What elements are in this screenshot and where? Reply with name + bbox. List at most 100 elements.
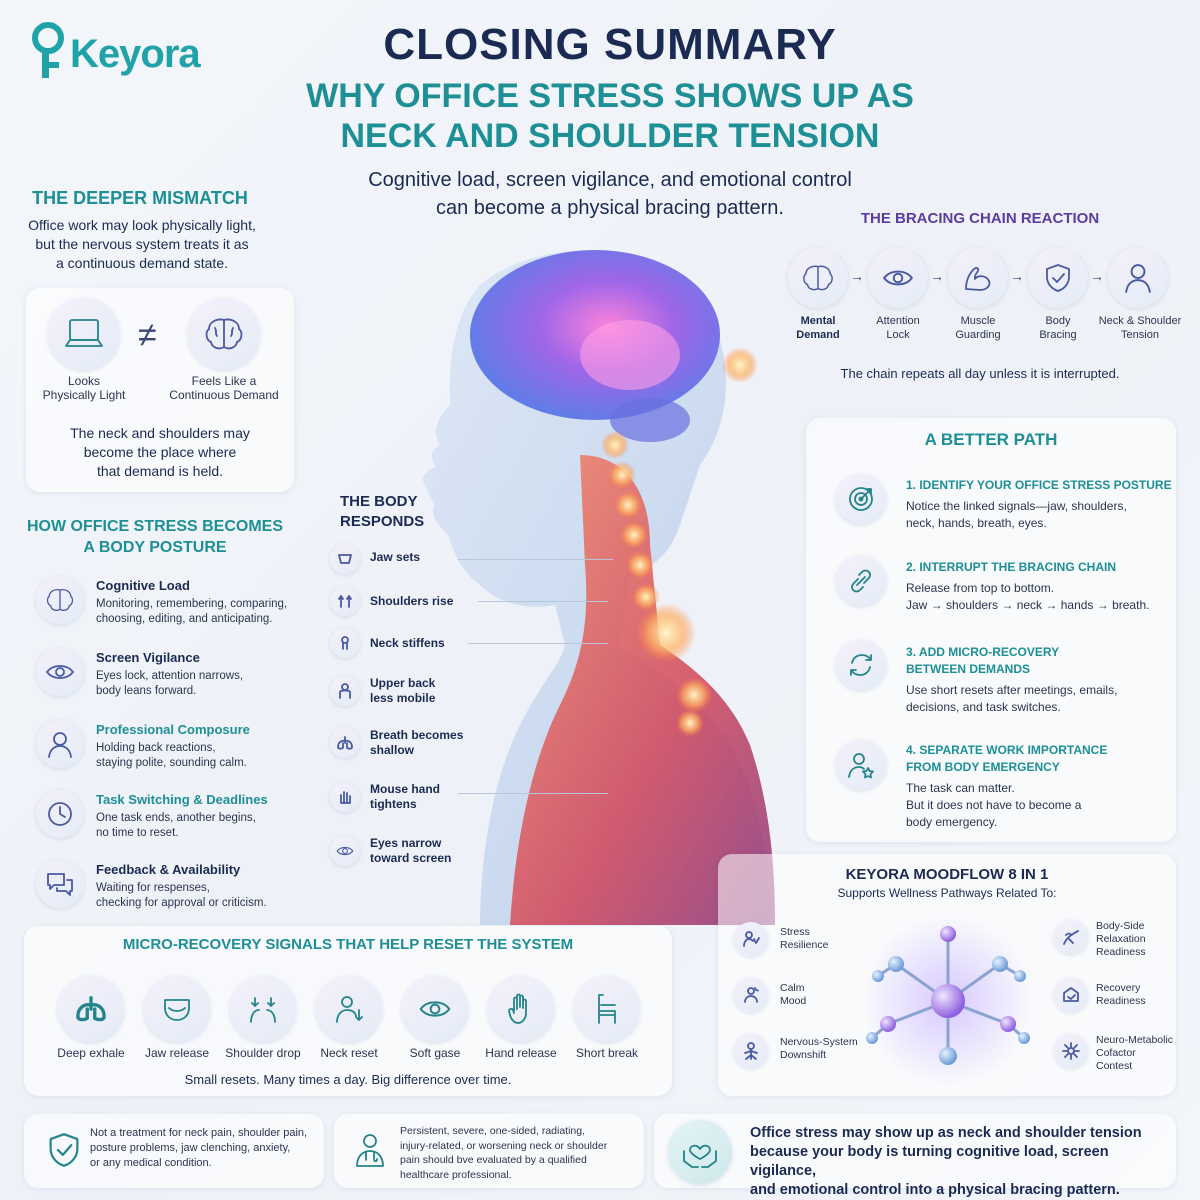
mismatch-text: Office work may look physically light, b… xyxy=(14,216,270,273)
mismatch-text-line-1: Office work may look physically light, xyxy=(28,217,256,233)
better-path-title-line-2: BETWEEN DEMANDS xyxy=(906,662,1031,676)
nervous-system-icon xyxy=(734,1034,768,1068)
micro-recovery-label: Jaw release xyxy=(144,1046,210,1060)
better-path-title-line-1: 3. ADD MICRO-RECOVERY xyxy=(906,645,1060,659)
posture-item-desc-line-1: One task ends, another begins, xyxy=(96,812,256,824)
posture-item-screen-vigilance: Screen Vigilance Eyes lock, attention na… xyxy=(30,644,310,706)
body-responds-label-line-1: Mouse hand xyxy=(370,782,441,796)
body-responds-label: Upper back less mobile xyxy=(370,676,435,706)
posture-title: HOW OFFICE STRESS BECOMES A BODY POSTURE xyxy=(20,516,290,558)
micro-recovery-title: MICRO-RECOVERY SIGNALS THAT HELP RESET T… xyxy=(122,936,574,953)
posture-item-desc: Waiting for respenses, checking for appr… xyxy=(96,881,267,911)
eye-icon xyxy=(330,836,360,866)
micro-recovery-label: Hand release xyxy=(485,1046,557,1060)
shield-icon xyxy=(1028,248,1088,308)
better-path-desc-line-3: body emergency. xyxy=(906,815,998,829)
tagline-line-2: can become a physical bracing pattern. xyxy=(436,197,784,219)
brain-icon xyxy=(788,248,848,308)
laptop-icon xyxy=(48,298,120,370)
chair-icon xyxy=(574,976,640,1042)
target-icon xyxy=(836,474,886,524)
posture-item-desc-line-1: Eyes lock, attention narrows, xyxy=(96,670,244,682)
better-path-item-title: 3. ADD MICRO-RECOVERY BETWEEN DEMANDS xyxy=(906,644,1059,678)
posture-title-line-1: HOW OFFICE STRESS BECOMES xyxy=(26,518,283,535)
better-path-desc-line-1: Release from top to bottom. xyxy=(906,581,1055,595)
heart-hands-icon xyxy=(668,1120,732,1184)
neuro-metabolic-icon xyxy=(1054,1034,1088,1068)
posture-item-cognitive-load: Cognitive Load Monitoring, remembering, … xyxy=(30,572,310,634)
mismatch-card: Looks Physically Light ≠ Feels Like a Co… xyxy=(26,288,294,492)
body-responds-item: Jaw sets xyxy=(328,542,628,578)
posture-item-desc: Holding back reactions, staying polite, … xyxy=(96,741,247,771)
body-responds-label-line-2: shallow xyxy=(370,743,415,757)
closing-message: Office stress may show up as neck and sh… xyxy=(750,1124,1176,1200)
posture-title-line-2: A BODY POSTURE xyxy=(83,539,227,556)
brain-icon xyxy=(188,298,260,370)
muscle-icon xyxy=(948,248,1008,308)
moodflow-label-line-1: Nervous-System xyxy=(780,1036,858,1048)
better-path-item-desc: The task can matter. But it does not hav… xyxy=(906,780,1081,831)
pointer-line xyxy=(458,559,613,560)
disclaimer-text: Persistent, severe, one-sided, radiating… xyxy=(400,1124,607,1182)
tagline-line-1: Cognitive load, screen vigilance, and em… xyxy=(368,169,852,191)
soft-gaze-icon xyxy=(402,976,468,1042)
posture-item-desc-line-1: Waiting for respenses, xyxy=(96,882,210,894)
posture-item-task-switching: Task Switching & Deadlines One task ends… xyxy=(30,786,310,848)
moodflow-label-line-2: Relaxation xyxy=(1096,933,1146,945)
looks-label: Looks Physically Light xyxy=(34,374,134,402)
shield-check-icon xyxy=(38,1124,90,1176)
posture-item-desc: Monitoring, remembering, comparing, choo… xyxy=(96,597,287,627)
posture-list: Cognitive Load Monitoring, remembering, … xyxy=(30,572,310,912)
mismatch-text-line-2: but the nervous system treats it as xyxy=(35,236,249,252)
micro-recovery-footer: Small resets. Many times a day. Big diff… xyxy=(184,1072,512,1087)
moodflow-label-line-2: Resilience xyxy=(780,939,829,951)
disclaimer-line-3: or any medical condition. xyxy=(90,1157,212,1169)
person-star-icon xyxy=(836,740,886,790)
closing-line-1: Office stress may show up as neck and sh… xyxy=(750,1125,1142,1141)
disclaimer-line-1: Not a treatment for neck pain, shoulder … xyxy=(90,1127,308,1139)
keyora-logo: Keyora xyxy=(30,18,201,88)
chain-step-line-2: Tension xyxy=(1121,329,1159,341)
better-path-card: A BETTER PATH 1. IDENTIFY YOUR OFFICE ST… xyxy=(806,418,1176,842)
pointer-line xyxy=(468,643,608,644)
broken-link-icon xyxy=(836,556,886,606)
eye-icon xyxy=(868,248,928,308)
closing-line-3: and emotional control into a physical br… xyxy=(750,1182,1120,1198)
mismatch-note: The neck and shoulders may become the pl… xyxy=(26,424,294,481)
better-path-item-title: 1. IDENTIFY YOUR OFFICE STRESS POSTURE xyxy=(906,478,1172,492)
body-relaxation-icon xyxy=(1054,920,1088,954)
closing-message-card: Office stress may show up as neck and sh… xyxy=(654,1114,1176,1198)
posture-item-desc-line-1: Holding back reactions, xyxy=(96,742,216,754)
moodflow-subtitle: Supports Wellness Pathways Related To: xyxy=(837,886,1057,900)
better-path-item-desc: Use short resets after meetings, emails,… xyxy=(906,682,1117,716)
logo-text: Keyora xyxy=(70,32,201,76)
moodflow-label-line-1: Stress xyxy=(780,926,810,938)
lungs-icon xyxy=(330,728,360,758)
arrow-icon: → xyxy=(1090,268,1104,284)
disclaimer-card-professional: Persistent, severe, one-sided, radiating… xyxy=(334,1114,644,1188)
better-path-title-line-1: 4. SEPARATE WORK IMPORTANCE xyxy=(906,743,1108,757)
upper-back-icon xyxy=(330,676,360,706)
head-shoulder-illustration xyxy=(423,250,775,925)
chain-step-line-2: Bracing xyxy=(1039,329,1077,341)
chain-note: The chain repeats all day unless it is i… xyxy=(840,366,1120,381)
neck-reset-icon xyxy=(316,976,382,1042)
better-path-desc-line-1: Notice the linked signals—jaw, shoulders… xyxy=(906,499,1127,513)
looks-label-line-2: Physically Light xyxy=(42,388,126,402)
posture-item-desc-line-2: checking for approval or criticism. xyxy=(96,897,267,909)
moodflow-label-line-1: Recovery xyxy=(1096,982,1141,994)
body-responds-label: Jaw sets xyxy=(370,550,421,564)
micro-recovery-card: MICRO-RECOVERY SIGNALS THAT HELP RESET T… xyxy=(24,926,672,1096)
mismatch-note-line-3: that demand is held. xyxy=(96,463,224,479)
body-responds-label: Breath becomes shallow xyxy=(370,728,463,758)
chat-icon xyxy=(36,860,84,908)
body-responds-item: Breath becomes shallow xyxy=(328,724,628,764)
page-subtitle: WHY OFFICE STRESS SHOWS UP AS NECK AND S… xyxy=(260,76,960,156)
